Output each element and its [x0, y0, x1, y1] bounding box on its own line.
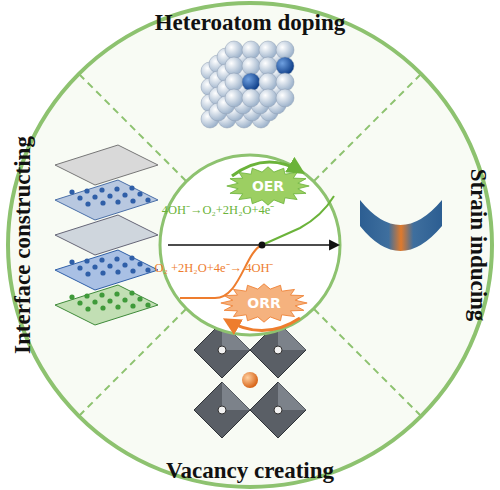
- reaction-name: OER: [226, 166, 310, 206]
- quadrant-title: Strain inducing: [467, 169, 490, 322]
- quadrant-title: Heteroatom doping: [155, 11, 346, 34]
- layer-atom: [77, 300, 82, 305]
- layer-atom: [99, 292, 104, 297]
- lattice-atom: [259, 89, 277, 107]
- layer-atom: [129, 255, 134, 260]
- layer-atom: [130, 268, 135, 273]
- layer-atoms: [69, 185, 150, 311]
- layer-atom: [122, 192, 127, 197]
- strained-band: [360, 200, 442, 251]
- layer-atom: [107, 193, 112, 198]
- layer-atom: [84, 258, 89, 263]
- quadrant-title: Interface constructing: [11, 136, 34, 354]
- quadrant-title: Vacancy creating: [166, 459, 334, 482]
- reaction-equation: O₂ +2H₂O+4e⁻→ 4OH⁻: [155, 262, 274, 275]
- layer-atom: [122, 262, 127, 267]
- burst-outline: [221, 284, 307, 322]
- layer-atom: [137, 191, 142, 196]
- perovskite-octahedra: [194, 322, 306, 438]
- layer-atom: [84, 293, 89, 298]
- lattice-atom: [242, 41, 260, 59]
- layer-atom: [114, 291, 119, 296]
- layer-atom: [129, 185, 134, 190]
- layer-atom: [137, 261, 142, 266]
- layer-atom: [137, 296, 142, 301]
- center-circle: [160, 155, 340, 335]
- layer-atom: [85, 306, 90, 311]
- layer-atom: [85, 201, 90, 206]
- lattice-atom: [225, 57, 243, 75]
- layer-atom: [107, 263, 112, 268]
- layered-interface: [55, 145, 158, 325]
- layer-atom: [69, 294, 74, 299]
- doped-lattice: [201, 41, 294, 128]
- layer-atom: [92, 299, 97, 304]
- layer-atom: [130, 198, 135, 203]
- lattice-atom: [225, 73, 243, 91]
- layer-atom: [77, 195, 82, 200]
- layer-atom: [100, 305, 105, 310]
- layer-atom: [85, 271, 90, 276]
- lattice-atom: [276, 41, 294, 59]
- layer-atom: [115, 304, 120, 309]
- layer-atom: [114, 256, 119, 261]
- lattice-atom: [276, 57, 294, 75]
- reaction-equation: 4OH⁻→O₂+2H₂O+4e⁻: [162, 204, 275, 217]
- layer-atom: [115, 269, 120, 274]
- layer-atom: [145, 302, 150, 307]
- layer-atom: [84, 188, 89, 193]
- layer-atom: [99, 257, 104, 262]
- origin-dot: [259, 242, 266, 249]
- layer-atom: [114, 186, 119, 191]
- lattice-atom: [259, 73, 277, 91]
- layer-atom: [100, 270, 105, 275]
- layer-atom: [69, 189, 74, 194]
- layer-atom: [122, 297, 127, 302]
- lattice-atom: [259, 57, 277, 75]
- quadrant-dividers: [79, 74, 421, 416]
- reaction-name: ORR: [220, 283, 308, 323]
- layer-atom: [130, 303, 135, 308]
- lattice-atom: [225, 41, 243, 59]
- layer-atom: [92, 264, 97, 269]
- layer-atom: [69, 259, 74, 264]
- lattice-atom: [276, 89, 294, 107]
- burst-outline: [227, 167, 309, 205]
- lattice-atom: [259, 41, 277, 59]
- layer-atom: [145, 267, 150, 272]
- layer-atom: [107, 298, 112, 303]
- lattice-atom: [242, 73, 260, 91]
- potential-axis: [168, 244, 338, 246]
- layer-atom: [129, 290, 134, 295]
- layer-atom: [145, 197, 150, 202]
- layer-atom: [99, 187, 104, 192]
- outer-ring: [8, 3, 492, 487]
- layer-atom: [92, 194, 97, 199]
- layer-atom: [100, 200, 105, 205]
- lattice-atom: [276, 73, 294, 91]
- layer-atom: [77, 265, 82, 270]
- lattice-atom: [242, 89, 260, 107]
- layer-atom: [115, 199, 120, 204]
- lattice-atom: [225, 89, 243, 107]
- burst-badge: ORR: [220, 283, 308, 323]
- burst-badge: OER: [226, 166, 310, 206]
- lattice-atom: [242, 57, 260, 75]
